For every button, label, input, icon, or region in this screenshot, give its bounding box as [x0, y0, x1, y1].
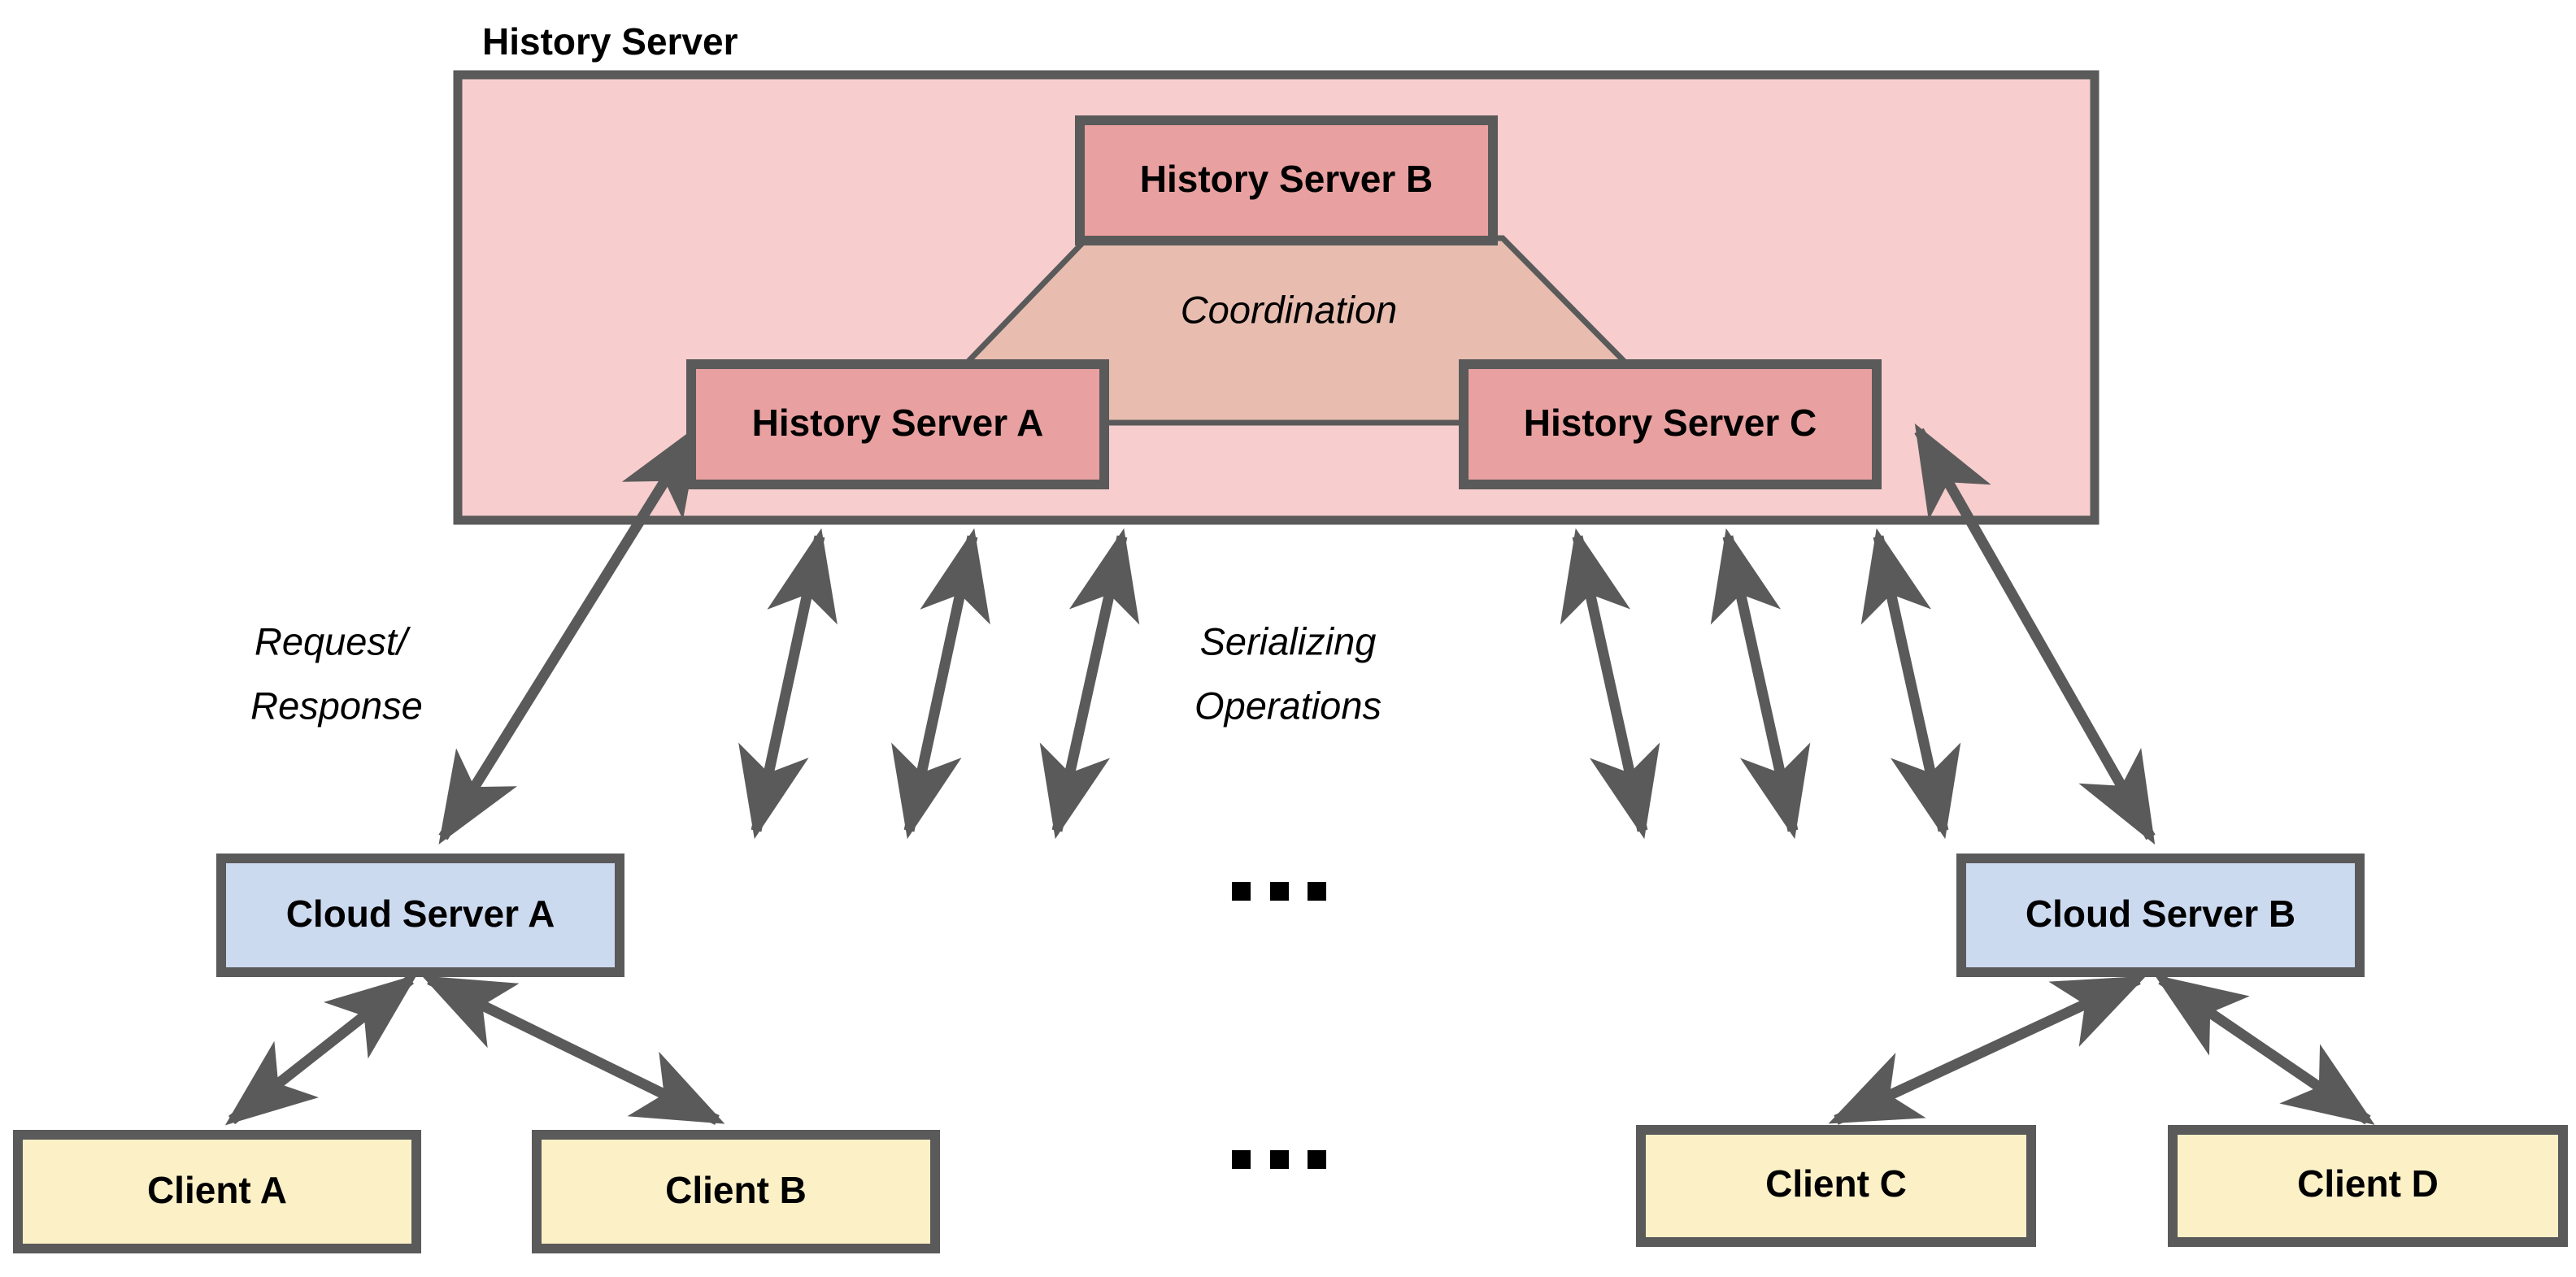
client-d-box[interactable] — [2168, 1125, 2568, 1247]
request-response-label: Request/ Response — [250, 619, 423, 727]
edge-left-fan-1 — [738, 528, 838, 840]
client-c-box[interactable] — [1636, 1125, 2036, 1247]
serializing-line-2: Operations — [1194, 684, 1382, 727]
node-cloud-server-b[interactable]: Cloud Server B — [1956, 854, 2365, 977]
ellipsis-servers-dot-3 — [1308, 882, 1326, 901]
node-cloud-server-a[interactable]: Cloud Server A — [216, 854, 624, 977]
request-response-line-1: Request/ — [255, 619, 411, 662]
edges-serializing — [438, 423, 2156, 845]
edge-cloud-b-client-c — [1828, 975, 2147, 1125]
node-history-server-b[interactable]: History Server B — [1075, 115, 1498, 245]
client-a-box[interactable] — [13, 1130, 421, 1253]
history-server-b-box[interactable] — [1075, 115, 1498, 245]
edge-right-fan-1 — [1560, 528, 1660, 840]
ellipsis-clients — [1232, 1150, 1326, 1169]
edge-cloud-a-client-b — [421, 975, 725, 1125]
serializing-line-1: Serializing — [1200, 619, 1377, 662]
history-server-c-box[interactable] — [1459, 359, 1882, 489]
node-client-a[interactable]: Client A — [13, 1130, 421, 1253]
edge-left-fan-2 — [891, 528, 990, 840]
edge-cloud-a-client-a — [224, 974, 418, 1126]
node-history-server-c[interactable]: History Server C — [1459, 359, 1882, 489]
edge-cloud-b-history-c — [1914, 423, 2156, 845]
edges-request-response — [224, 974, 2375, 1126]
node-client-c[interactable]: Client C — [1636, 1125, 2036, 1247]
node-client-b[interactable]: Client B — [532, 1130, 940, 1253]
edge-cloud-b-client-d — [2154, 975, 2375, 1125]
history-server-a-box[interactable] — [686, 359, 1109, 489]
ellipsis-servers-dot-2 — [1270, 882, 1289, 901]
request-response-line-2: Response — [250, 684, 423, 727]
ellipsis-clients-dot-2 — [1270, 1150, 1289, 1169]
ellipsis-clients-dot-3 — [1308, 1150, 1326, 1169]
ellipsis-servers — [1232, 882, 1326, 901]
coordination-label: Coordination — [1181, 288, 1398, 331]
ellipsis-servers-dot-1 — [1232, 882, 1251, 901]
ellipsis-clients-dot-1 — [1232, 1150, 1251, 1169]
edge-cloud-a-history-a — [438, 423, 701, 845]
history-server-group-title: History Server — [482, 20, 738, 63]
node-history-server-a[interactable]: History Server A — [686, 359, 1109, 489]
cloud-server-a-box[interactable] — [216, 854, 624, 977]
edge-right-fan-2 — [1710, 528, 1811, 840]
edge-left-fan-3 — [1039, 528, 1140, 840]
node-client-d[interactable]: Client D — [2168, 1125, 2568, 1247]
client-b-box[interactable] — [532, 1130, 940, 1253]
serializing-operations-label: Serializing Operations — [1194, 619, 1382, 727]
edge-right-fan-3 — [1860, 528, 1961, 840]
cloud-server-b-box[interactable] — [1956, 854, 2365, 977]
